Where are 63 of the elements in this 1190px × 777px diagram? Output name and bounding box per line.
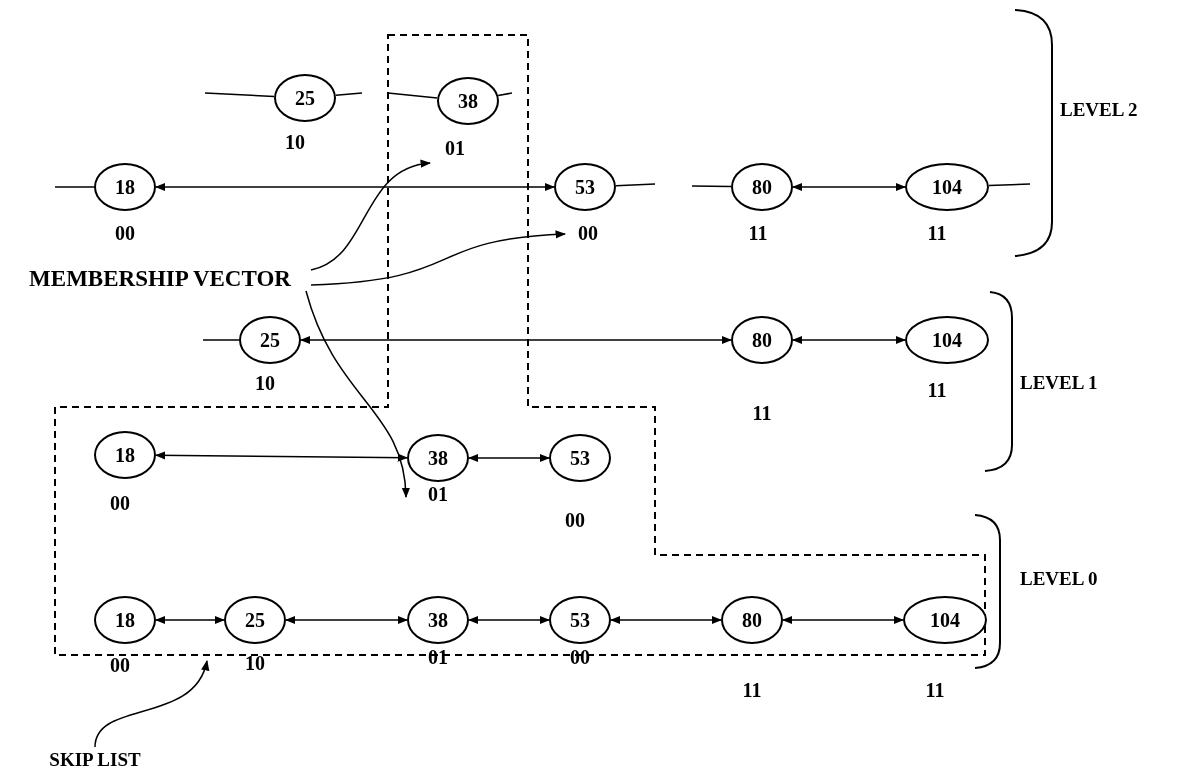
link-line	[204, 92, 275, 98]
membership-vector-value: 11	[925, 678, 945, 702]
link-line	[202, 339, 240, 341]
arrow	[467, 615, 551, 625]
key-ellipse: 53	[549, 434, 611, 482]
key-ellipse: 80	[731, 316, 793, 364]
link-line	[54, 186, 95, 188]
key-ellipse: 38	[437, 77, 499, 125]
key-ellipse: 53	[554, 163, 616, 211]
membership-vector-value: 11	[927, 221, 947, 245]
level-label: LEVEL 0	[1020, 567, 1098, 591]
membership-vector-value: 10	[285, 130, 305, 154]
callout-text: MEMBERSHIP VECTOR	[8, 266, 312, 292]
link-line	[335, 92, 363, 97]
membership-vector-value: 11	[927, 378, 947, 402]
key-ellipse: 104	[903, 596, 987, 644]
membership-vector-value: 00	[110, 491, 130, 515]
key-ellipse: 104	[905, 163, 989, 211]
membership-vector-value: 11	[748, 221, 768, 245]
callout-text: SKIP LIST	[45, 747, 145, 773]
curved-arrow	[305, 290, 410, 499]
membership-vector-value: 00	[110, 653, 130, 677]
level-label: LEVEL 2	[1060, 98, 1138, 122]
key-ellipse: 25	[224, 596, 286, 644]
link-line	[497, 92, 513, 97]
membership-vector-value: 01	[428, 482, 448, 506]
arrow	[781, 615, 905, 625]
membership-vector-value: 00	[565, 508, 585, 532]
key-ellipse: 18	[94, 163, 156, 211]
curved-arrow	[310, 230, 567, 286]
key-ellipse: 38	[407, 434, 469, 482]
arrow	[609, 615, 723, 625]
arrow	[154, 451, 409, 462]
arrow	[467, 453, 551, 463]
link-line	[988, 183, 1031, 187]
link-line	[387, 92, 438, 99]
key-ellipse: 104	[905, 316, 989, 364]
membership-vector-value: 11	[752, 401, 772, 425]
key-ellipse: 18	[94, 596, 156, 644]
arrow	[154, 182, 556, 192]
membership-vector-value: 10	[255, 371, 275, 395]
key-ellipse: 80	[721, 596, 783, 644]
membership-vector-value: 10	[245, 651, 265, 675]
key-ellipse: 25	[274, 74, 336, 122]
level-label: LEVEL 1	[1020, 371, 1098, 395]
membership-vector-value: 01	[445, 136, 465, 160]
arrow	[284, 615, 409, 625]
arrow	[154, 615, 226, 625]
membership-vector-value: 00	[578, 221, 598, 245]
link-line	[615, 183, 656, 187]
key-ellipse: 80	[731, 163, 793, 211]
curved-arrow	[94, 660, 208, 748]
membership-vector-value: 11	[742, 678, 762, 702]
membership-vector-value: 00	[115, 221, 135, 245]
key-ellipse: 25	[239, 316, 301, 364]
key-ellipse: 53	[549, 596, 611, 644]
key-ellipse: 38	[407, 596, 469, 644]
link-line	[691, 185, 732, 188]
arrow	[791, 182, 907, 192]
curved-arrow	[310, 160, 432, 271]
arrow	[299, 335, 733, 345]
key-ellipse: 18	[94, 431, 156, 479]
arrow	[791, 335, 907, 345]
